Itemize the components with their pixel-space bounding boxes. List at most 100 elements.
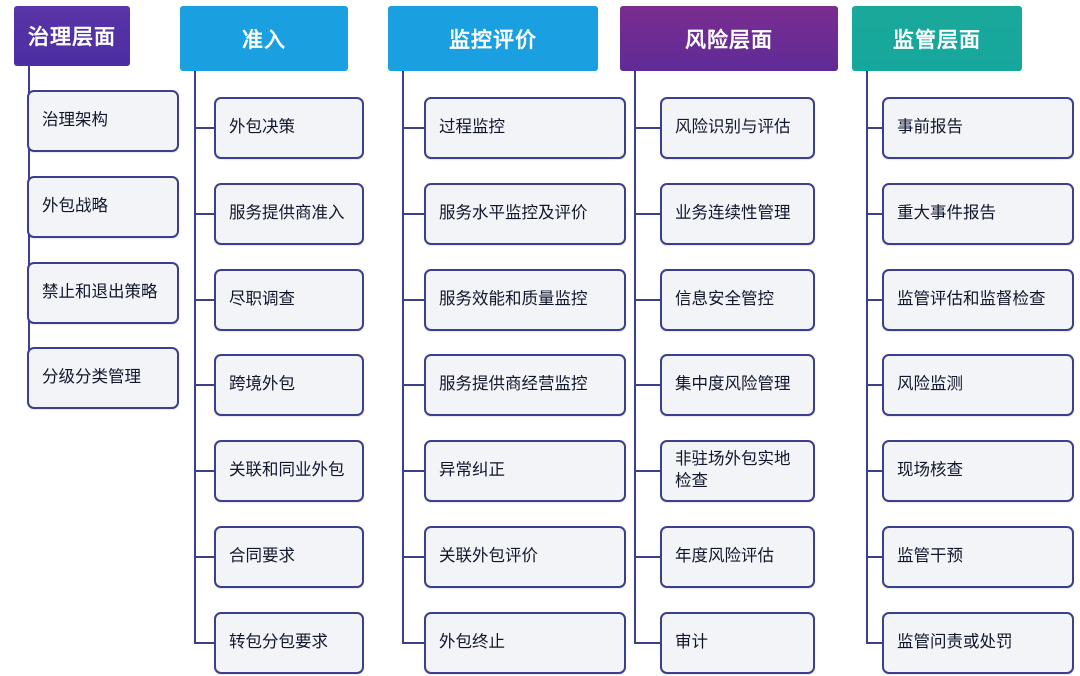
diagram-column-4: 监管层面 <box>852 0 1022 676</box>
node-connector-1-1 <box>194 213 214 215</box>
node-connector-1-3 <box>194 384 214 386</box>
node-connector-2-5 <box>402 556 424 558</box>
diagram-node: 外包决策 <box>214 97 364 159</box>
diagram-node-label: 集中度风险管理 <box>675 375 791 394</box>
diagram-column-3: 风险层面 <box>620 0 838 676</box>
diagram-node: 服务水平监控及评价 <box>424 183 626 245</box>
diagram-node: 服务提供商经营监控 <box>424 354 626 416</box>
node-connector-2-2 <box>402 299 424 301</box>
diagram-node-label: 监管干预 <box>897 547 963 566</box>
column-connector-line-3 <box>634 71 636 643</box>
diagram-node: 信息安全管控 <box>660 269 815 331</box>
column-header-4: 监管层面 <box>852 6 1022 71</box>
node-connector-1-0 <box>194 127 214 129</box>
diagram-node-label: 信息安全管控 <box>675 290 774 309</box>
diagram-node: 禁止和退出策略 <box>27 262 179 324</box>
diagram-column-2: 监控评价 <box>388 0 598 676</box>
diagram-node-label: 监管问责或处罚 <box>897 633 1013 652</box>
diagram-node: 事前报告 <box>882 97 1074 159</box>
diagram-node: 重大事件报告 <box>882 183 1074 245</box>
node-connector-1-5 <box>194 556 214 558</box>
diagram-node: 业务连续性管理 <box>660 183 815 245</box>
diagram-node-label: 事前报告 <box>897 118 963 137</box>
diagram-node-label: 转包分包要求 <box>229 633 328 652</box>
diagram-node: 服务效能和质量监控 <box>424 269 626 331</box>
node-connector-3-4 <box>634 470 660 472</box>
diagram-node-label: 风险识别与评估 <box>675 118 791 137</box>
diagram-node: 分级分类管理 <box>27 347 179 409</box>
diagram-node-label: 服务提供商经营监控 <box>439 375 588 394</box>
diagram-node: 集中度风险管理 <box>660 354 815 416</box>
diagram-node: 现场核查 <box>882 440 1074 502</box>
diagram-node-label: 现场核查 <box>897 461 963 480</box>
node-connector-1-2 <box>194 299 214 301</box>
node-connector-4-3 <box>866 384 882 386</box>
node-connector-2-3 <box>402 384 424 386</box>
node-connector-3-2 <box>634 299 660 301</box>
diagram-node-label: 服务提供商准入 <box>229 204 345 223</box>
node-connector-3-5 <box>634 556 660 558</box>
node-connector-3-0 <box>634 127 660 129</box>
diagram-node-label: 外包决策 <box>229 118 295 137</box>
diagram-node-label: 监管评估和监督检查 <box>897 290 1046 309</box>
diagram-node: 尽职调查 <box>214 269 364 331</box>
diagram-node-label: 重大事件报告 <box>897 204 996 223</box>
node-connector-4-6 <box>866 642 882 644</box>
diagram-node: 监管干预 <box>882 526 1074 588</box>
diagram-node-label: 风险监测 <box>897 375 963 394</box>
diagram-node: 风险监测 <box>882 354 1074 416</box>
column-header-3: 风险层面 <box>620 6 838 71</box>
diagram-node: 外包战略 <box>27 176 179 238</box>
diagram-node-label: 尽职调查 <box>229 290 295 309</box>
column-header-1: 准入 <box>180 6 348 71</box>
column-connector-line-4 <box>866 71 868 643</box>
diagram-node: 监管评估和监督检查 <box>882 269 1074 331</box>
diagram-node-label: 关联和同业外包 <box>229 461 345 480</box>
diagram-node: 风险识别与评估 <box>660 97 815 159</box>
diagram-node-label: 服务水平监控及评价 <box>439 204 588 223</box>
column-connector-line-1 <box>194 71 196 643</box>
diagram-node-label: 外包终止 <box>439 633 505 652</box>
diagram-node-label: 业务连续性管理 <box>675 204 791 223</box>
node-connector-4-5 <box>866 556 882 558</box>
node-connector-3-3 <box>634 384 660 386</box>
diagram-node: 监管问责或处罚 <box>882 612 1074 674</box>
diagram-node-label: 分级分类管理 <box>42 368 141 387</box>
diagram-node-label: 关联外包评价 <box>439 547 538 566</box>
diagram-node: 过程监控 <box>424 97 626 159</box>
diagram-node-label: 禁止和退出策略 <box>42 283 158 302</box>
diagram-node: 跨境外包 <box>214 354 364 416</box>
node-connector-1-6 <box>194 642 214 644</box>
node-connector-4-1 <box>866 213 882 215</box>
column-connector-line-2 <box>402 71 404 643</box>
diagram-node: 异常纠正 <box>424 440 626 502</box>
diagram-node-label: 年度风险评估 <box>675 547 774 566</box>
diagram-node-label: 过程监控 <box>439 118 505 137</box>
diagram-node-label: 治理架构 <box>42 111 108 130</box>
diagram-node: 关联外包评价 <box>424 526 626 588</box>
diagram-node: 外包终止 <box>424 612 626 674</box>
node-connector-3-1 <box>634 213 660 215</box>
diagram-node: 审计 <box>660 612 815 674</box>
diagram-column-1: 准入 <box>180 0 348 676</box>
diagram-node-label: 非驻场外包实地检查 <box>675 450 791 490</box>
node-connector-2-4 <box>402 470 424 472</box>
diagram-node-label: 合同要求 <box>229 547 295 566</box>
node-connector-1-4 <box>194 470 214 472</box>
diagram-node-label: 审计 <box>675 633 708 652</box>
diagram-node: 年度风险评估 <box>660 526 815 588</box>
node-connector-2-6 <box>402 642 424 644</box>
node-connector-4-4 <box>866 470 882 472</box>
diagram-node: 非驻场外包实地检查 <box>660 440 815 502</box>
diagram-node: 治理架构 <box>27 90 179 152</box>
diagram-node: 关联和同业外包 <box>214 440 364 502</box>
column-header-0: 治理层面 <box>14 6 130 66</box>
diagram-node-label: 服务效能和质量监控 <box>439 290 588 309</box>
diagram-node-label: 异常纠正 <box>439 461 505 480</box>
diagram-node: 转包分包要求 <box>214 612 364 674</box>
node-connector-4-0 <box>866 127 882 129</box>
node-connector-2-0 <box>402 127 424 129</box>
diagram-node-label: 跨境外包 <box>229 375 295 394</box>
column-header-2: 监控评价 <box>388 6 598 71</box>
